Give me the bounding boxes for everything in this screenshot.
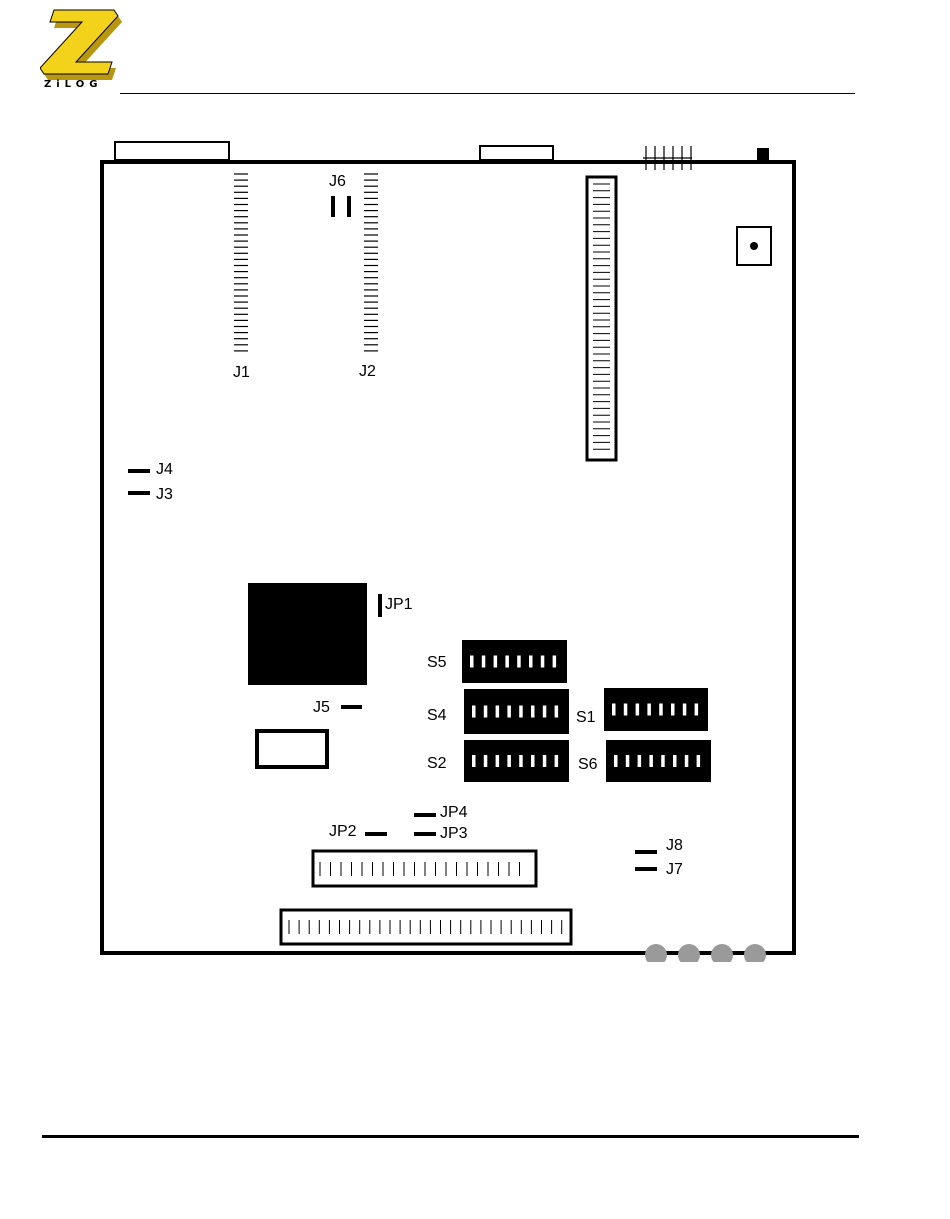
dip-switch-toggle[interactable] xyxy=(636,704,640,716)
j1-header xyxy=(234,174,248,351)
dip-switch-toggle[interactable] xyxy=(695,704,699,716)
label-s2: S2 xyxy=(427,755,447,772)
ribbon-connector-lower xyxy=(281,910,571,944)
label-jp2: JP2 xyxy=(329,823,357,840)
top-header-pins xyxy=(643,146,692,170)
dip-switch-toggle[interactable] xyxy=(638,755,642,767)
board-edge-mask xyxy=(640,962,770,976)
dip-switch-toggle[interactable] xyxy=(649,755,653,767)
label-j1: J1 xyxy=(233,364,250,381)
jp3-jumper xyxy=(414,832,436,836)
dip-switch-toggle[interactable] xyxy=(484,706,488,718)
j4-jumper xyxy=(128,469,150,473)
dip-switch-toggle[interactable] xyxy=(661,755,665,767)
dip-switch-s5[interactable] xyxy=(462,640,567,683)
dip-switch-toggle[interactable] xyxy=(659,704,663,716)
dip-switch-toggle[interactable] xyxy=(647,704,651,716)
dip-switch-toggle[interactable] xyxy=(529,656,533,668)
dip-switch-body xyxy=(464,740,569,782)
j2-header xyxy=(364,174,378,351)
j3-jumper xyxy=(128,491,150,495)
j8-jumper xyxy=(635,850,657,854)
label-j8: J8 xyxy=(666,837,683,854)
top-connector-middle xyxy=(480,146,553,160)
dip-switch-toggle[interactable] xyxy=(624,704,628,716)
dip-switch-toggle[interactable] xyxy=(612,704,616,716)
label-s4: S4 xyxy=(427,707,447,724)
dip-switch-toggle[interactable] xyxy=(507,755,511,767)
dip-switch-toggle[interactable] xyxy=(519,706,523,718)
jp1-jumper xyxy=(378,594,382,617)
dip-switch-toggle[interactable] xyxy=(482,656,486,668)
j6-jumper-b xyxy=(347,196,351,217)
dip-switch-toggle[interactable] xyxy=(531,755,535,767)
dip-switch-body xyxy=(606,740,711,782)
label-j7: J7 xyxy=(666,861,683,878)
dip-switch-toggle[interactable] xyxy=(531,706,535,718)
dip-switch-toggle[interactable] xyxy=(555,755,559,767)
main-ic xyxy=(248,583,367,685)
label-jp1: JP1 xyxy=(385,596,413,613)
dip-switch-toggle[interactable] xyxy=(472,755,476,767)
top-connector-left xyxy=(115,142,229,160)
dip-switch-toggle[interactable] xyxy=(484,755,488,767)
dip-switch-toggle[interactable] xyxy=(543,755,547,767)
footer-rule xyxy=(42,1135,859,1138)
small-socket xyxy=(257,731,327,767)
dip-switch-toggle[interactable] xyxy=(505,656,509,668)
dip-switch-toggle[interactable] xyxy=(472,706,476,718)
dip-switch-s4[interactable] xyxy=(464,689,569,734)
dip-switch-toggle[interactable] xyxy=(517,656,521,668)
dip-switch-toggle[interactable] xyxy=(507,706,511,718)
label-j2: J2 xyxy=(359,363,376,380)
dip-switch-toggle[interactable] xyxy=(470,656,474,668)
label-s6: S6 xyxy=(578,756,598,773)
dip-switch-body xyxy=(464,689,569,734)
dip-switch-toggle[interactable] xyxy=(496,706,500,718)
dip-switch-toggle[interactable] xyxy=(553,656,557,668)
dip-switch-s2[interactable] xyxy=(464,740,569,782)
dip-switch-toggle[interactable] xyxy=(519,755,523,767)
dip-switch-toggle[interactable] xyxy=(555,706,559,718)
j7-jumper xyxy=(635,867,657,871)
dip-switch-toggle[interactable] xyxy=(626,755,630,767)
dip-switch-toggle[interactable] xyxy=(541,656,545,668)
label-j6: J6 xyxy=(329,173,346,190)
label-s1: S1 xyxy=(576,709,596,726)
dip-switch-toggle[interactable] xyxy=(697,755,701,767)
dip-switch-toggle[interactable] xyxy=(496,755,500,767)
jp4-jumper xyxy=(414,813,436,817)
dip-switch-s6[interactable] xyxy=(606,740,711,782)
dip-switch-toggle[interactable] xyxy=(685,755,689,767)
label-s5: S5 xyxy=(427,654,447,671)
j5-jumper xyxy=(341,705,362,709)
top-right-post xyxy=(757,148,769,162)
dip-switch-toggle[interactable] xyxy=(494,656,498,668)
dip-switch-toggle[interactable] xyxy=(671,704,675,716)
dip-switch-toggle[interactable] xyxy=(673,755,677,767)
dip-switch-toggle[interactable] xyxy=(614,755,618,767)
power-jack-pin xyxy=(750,242,758,250)
jp2-jumper xyxy=(365,832,387,836)
label-j4: J4 xyxy=(156,461,173,478)
vertical-connector xyxy=(587,177,616,460)
label-jp3: JP3 xyxy=(440,825,468,842)
dip-switch-s1[interactable] xyxy=(604,688,708,731)
dip-switch-toggle[interactable] xyxy=(683,704,687,716)
label-jp4: JP4 xyxy=(440,804,468,821)
dip-switch-toggle[interactable] xyxy=(543,706,547,718)
label-j3: J3 xyxy=(156,486,173,503)
dip-switch-body xyxy=(604,688,708,731)
label-j5: J5 xyxy=(313,699,330,716)
j6-jumper-a xyxy=(331,196,335,217)
dip-switch-body xyxy=(462,640,567,683)
